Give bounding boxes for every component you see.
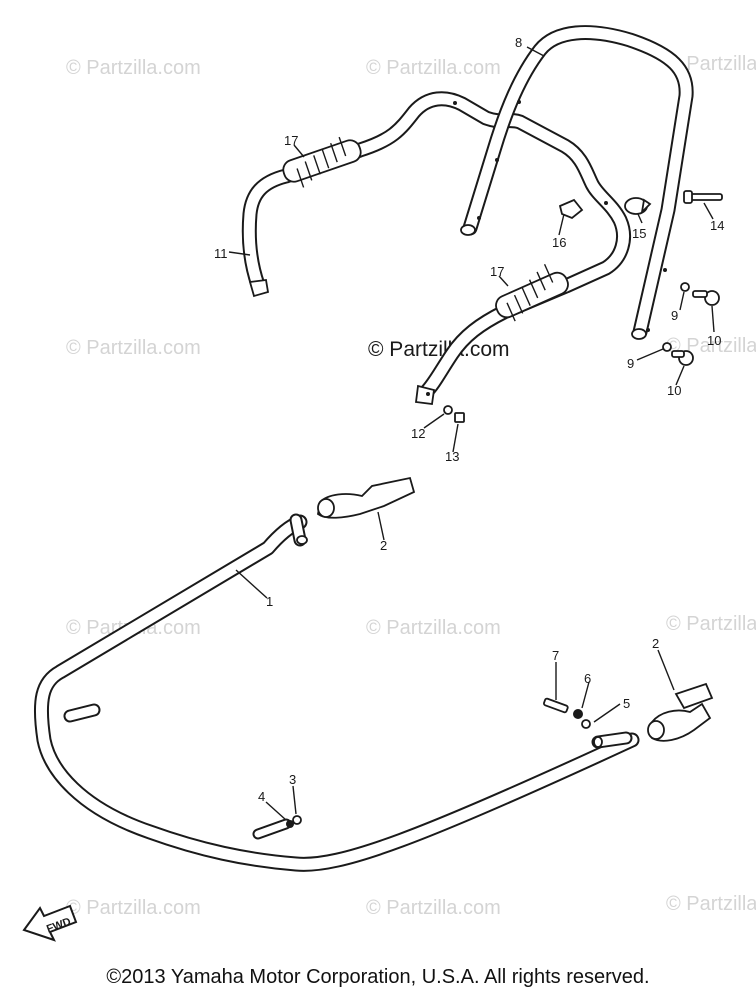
callout-7: 7 (552, 648, 559, 663)
callout-12: 12 (411, 426, 425, 441)
callout-15: 15 (632, 226, 646, 241)
callout-9-lower: 9 (627, 356, 634, 371)
leader-lines (228, 46, 715, 821)
callout-17-upper: 17 (284, 133, 298, 148)
callout-numbers: 8 11 17 17 16 15 14 9 10 9 10 12 13 2 1 … (214, 35, 724, 804)
callout-10-upper: 10 (707, 333, 721, 348)
bracket-lower (647, 682, 714, 742)
callout-11: 11 (214, 246, 228, 261)
watermark: © Partzilla.com (366, 617, 501, 639)
bumper-frame (33, 513, 640, 872)
watermark: © Partzilla.com (666, 893, 756, 915)
callout-2-lower: 2 (652, 636, 659, 651)
grip-upper (282, 136, 362, 188)
callout-13: 13 (445, 449, 459, 464)
watermark-layer: © Partzilla.com © Partzilla.com © Partzi… (66, 53, 756, 919)
callout-16: 16 (552, 235, 566, 250)
handlebar-assembly (241, 25, 694, 406)
callout-4: 4 (258, 789, 265, 804)
grip-lower (495, 263, 569, 322)
callout-8: 8 (515, 35, 522, 50)
watermark: © Partzilla.com (66, 337, 201, 359)
callout-6: 6 (584, 671, 591, 686)
callout-10-lower: 10 (667, 383, 681, 398)
fwd-arrow-icon: FWD (22, 904, 78, 942)
center-watermark: © Partzilla.com (368, 338, 510, 361)
watermark: © Partzilla.com (66, 897, 201, 919)
bracket-upper (317, 476, 416, 519)
callout-14: 14 (710, 218, 724, 233)
watermark: © Partzilla.com (366, 897, 501, 919)
callout-9-upper: 9 (671, 308, 678, 323)
watermark: © Partzilla.com (666, 613, 756, 635)
copyright-notice: ©2013 Yamaha Motor Corporation, U.S.A. A… (106, 966, 650, 988)
callout-1: 1 (266, 594, 273, 609)
watermark: © Partzilla.com (366, 57, 501, 79)
callout-17-lower: 17 (490, 264, 504, 279)
watermark: © Partzilla.com (66, 57, 201, 79)
lower-hardware (286, 697, 591, 828)
callout-5: 5 (623, 696, 630, 711)
upper-hardware (443, 190, 723, 423)
watermark: © Partzilla.com (666, 53, 756, 75)
callout-2-upper: 2 (380, 538, 387, 553)
callout-3: 3 (289, 772, 296, 787)
